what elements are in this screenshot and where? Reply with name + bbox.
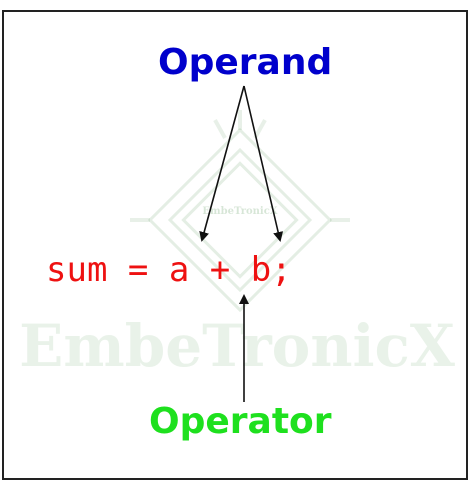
arrow-to-b (243, 85, 284, 242)
code-expression: sum = a + b; (46, 250, 292, 290)
operator-label: Operator (149, 401, 332, 442)
operand-label: Operand (158, 42, 333, 83)
arrow-to-a (199, 85, 245, 242)
diagram-frame (2, 10, 468, 480)
